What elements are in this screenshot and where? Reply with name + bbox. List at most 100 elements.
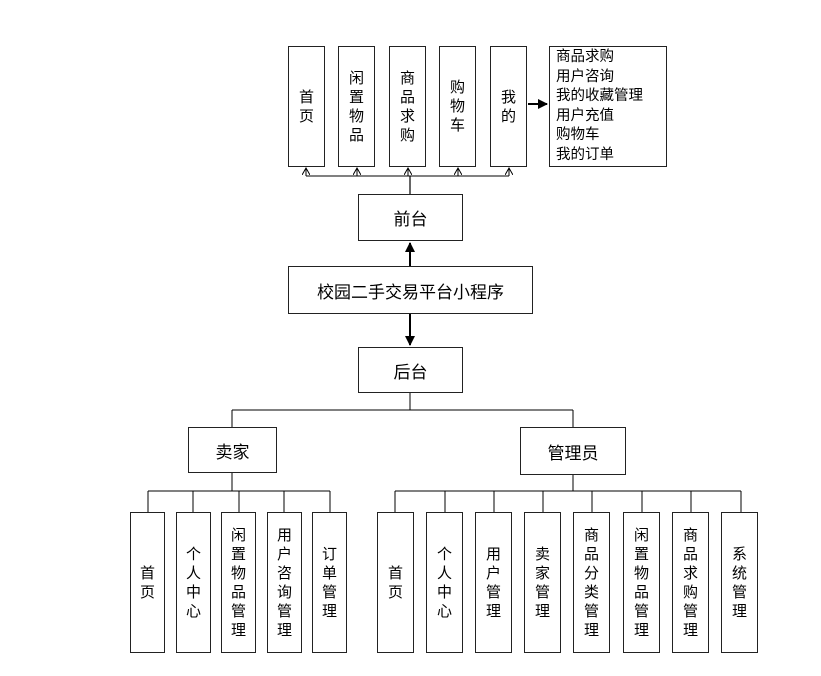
label-char: 卖 (534, 544, 550, 563)
label-char: 用 (485, 544, 501, 563)
label-char: 理 (276, 620, 292, 639)
label-char: 中 (185, 582, 201, 601)
admin-item: 卖家管理 (524, 512, 561, 653)
label-char: 物 (348, 106, 364, 125)
seller-item-label: 闲置物品管理 (231, 526, 246, 640)
label-char: 咨 (276, 563, 292, 582)
label-char: 物 (230, 563, 246, 582)
label-char: 物 (449, 97, 465, 115)
frontend-label: 前台 (393, 210, 428, 230)
label-char: 户 (485, 563, 501, 582)
label-char: 个 (185, 544, 201, 563)
label-char: 我 (500, 87, 516, 106)
frontend-item: 首页 (288, 46, 325, 167)
label-char: 统 (731, 563, 747, 582)
admin-label: 管理员 (547, 443, 599, 464)
label-char: 求 (399, 106, 415, 125)
label-char: 订 (321, 544, 337, 563)
label-char: 管 (534, 582, 550, 601)
label-char: 理 (534, 601, 550, 620)
label-char: 用 (276, 525, 292, 544)
admin-item-label: 首页 (388, 564, 403, 602)
label-char: 品 (399, 87, 415, 106)
label-char: 理 (731, 601, 747, 620)
seller-item: 闲置物品管理 (221, 512, 256, 653)
label-char: 理 (321, 601, 337, 620)
label-char: 理 (633, 620, 649, 639)
label-char: 管 (276, 601, 292, 620)
label-char: 人 (436, 563, 452, 582)
label-char: 品 (230, 582, 246, 601)
label-char: 首 (139, 563, 155, 582)
backend-node: 后台 (358, 347, 463, 393)
frontend-item: 闲置物品 (338, 46, 375, 167)
admin-item: 系统管理 (721, 512, 758, 653)
label-char: 闲 (348, 68, 364, 87)
admin-item: 用户管理 (475, 512, 512, 653)
label-char: 页 (139, 582, 155, 601)
label-char: 物 (633, 563, 649, 582)
seller-item: 个人中心 (176, 512, 211, 653)
admin-item-label: 用户管理 (486, 545, 501, 621)
seller-node: 卖家 (188, 427, 277, 473)
submenu-item: 商品求购 (556, 49, 614, 65)
frontend-item-label: 购物车 (450, 78, 465, 135)
my-submenu-box: 商品求购 用户咨询 我的收藏管理 用户充值 购物车 我的订单 (549, 46, 667, 167)
label-char: 类 (583, 582, 599, 601)
admin-item-label: 个人中心 (437, 545, 452, 621)
admin-item-label: 商品求购管理 (683, 526, 698, 640)
label-char: 心 (185, 601, 201, 620)
frontend-item-label: 商品求购 (400, 69, 415, 145)
frontend-item: 商品求购 (389, 46, 426, 167)
label-char: 品 (633, 582, 649, 601)
label-char: 系 (731, 544, 747, 563)
seller-item: 订单管理 (312, 512, 347, 653)
label-char: 闲 (633, 525, 649, 544)
label-char: 首 (387, 563, 403, 582)
label-char: 管 (583, 601, 599, 620)
label-char: 置 (633, 544, 649, 563)
root-label: 校园二手交易平台小程序 (317, 282, 504, 303)
seller-item: 用户咨询管理 (267, 512, 302, 653)
label-char: 车 (449, 116, 465, 134)
label-char: 品 (682, 544, 698, 563)
label-char: 商 (682, 525, 698, 544)
admin-item: 闲置物品管理 (623, 512, 660, 653)
label-char: 管 (682, 601, 698, 620)
label-char: 求 (682, 563, 698, 582)
admin-item-label: 卖家管理 (535, 545, 550, 621)
label-char: 购 (449, 78, 465, 96)
seller-item-label: 个人中心 (186, 545, 201, 621)
label-char: 商 (399, 68, 415, 87)
admin-item: 首页 (377, 512, 414, 653)
admin-item: 商品求购管理 (672, 512, 709, 653)
frontend-item-label: 我的 (501, 88, 516, 126)
label-char: 心 (436, 601, 452, 620)
label-char: 户 (276, 544, 292, 563)
frontend-item-label: 首页 (299, 88, 314, 126)
seller-label: 卖家 (215, 442, 250, 463)
label-char: 管 (731, 582, 747, 601)
frontend-item-label: 闲置物品 (349, 69, 364, 145)
frontend-node: 前台 (358, 194, 463, 241)
label-char: 商 (583, 525, 599, 544)
submenu-item: 购物车 (556, 127, 600, 143)
label-char: 分 (583, 563, 599, 582)
submenu-item: 我的订单 (556, 146, 614, 163)
label-char: 理 (230, 620, 246, 639)
label-char: 购 (682, 582, 698, 601)
label-char: 品 (583, 544, 599, 563)
frontend-item: 我的 (490, 46, 527, 167)
admin-item: 商品分类管理 (573, 512, 610, 653)
label-char: 的 (500, 106, 516, 125)
submenu-item: 我的收藏管理 (556, 88, 643, 104)
label-char: 管 (485, 582, 501, 601)
label-char: 询 (276, 582, 292, 601)
label-char: 页 (298, 106, 314, 125)
label-char: 理 (485, 601, 501, 620)
admin-item-label: 系统管理 (732, 545, 747, 621)
label-char: 家 (534, 563, 550, 582)
label-char: 置 (230, 544, 246, 563)
